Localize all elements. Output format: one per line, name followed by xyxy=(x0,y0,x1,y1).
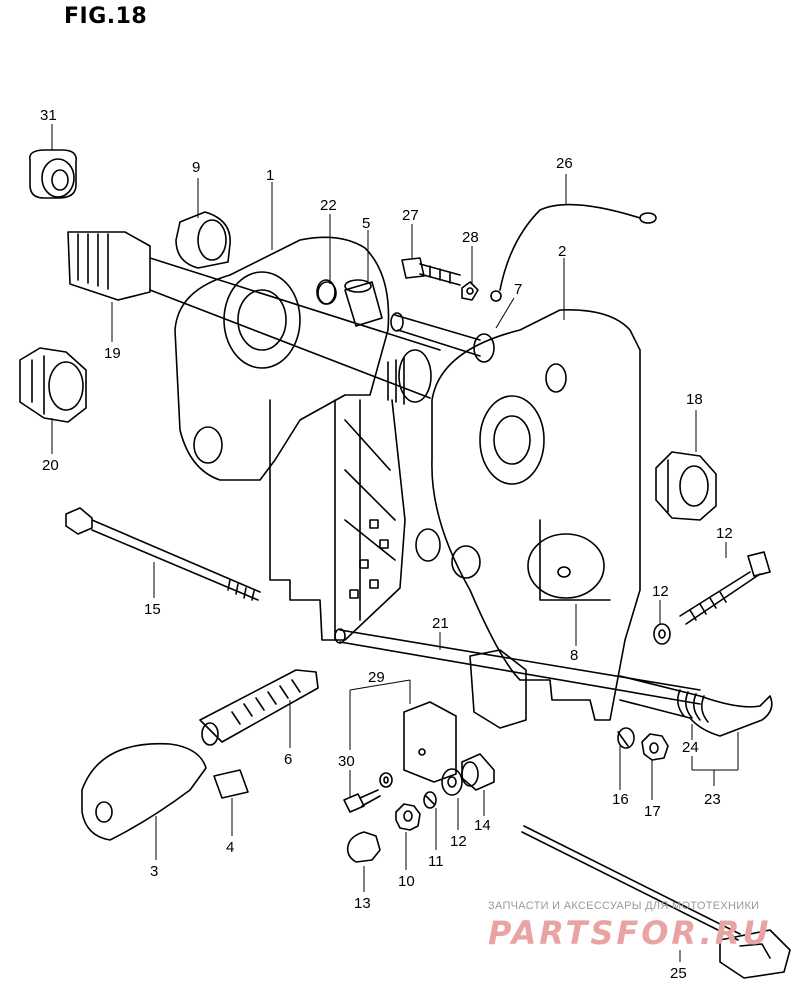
callout-27: 26 xyxy=(556,155,573,172)
part-2-clamp-bracket xyxy=(415,309,641,721)
callout-1: 1 xyxy=(266,167,274,184)
figure-title: FIG.18 xyxy=(64,4,148,29)
callout-12-upper: 12 xyxy=(652,583,669,600)
callout-23: 22 xyxy=(320,197,337,214)
part-22-rod xyxy=(334,628,701,705)
part-6-stud xyxy=(199,669,319,746)
part-9-bushing xyxy=(175,211,231,269)
callout-7: 7 xyxy=(514,281,522,298)
part-19-nut xyxy=(655,451,717,521)
callout-16: 15 xyxy=(144,601,161,618)
callout-20: 19 xyxy=(104,345,121,362)
part-5-bushing xyxy=(344,279,383,327)
part-25-spring xyxy=(676,689,709,723)
part-21-nut xyxy=(19,347,87,423)
part-3-lever xyxy=(81,742,207,841)
callout-4: 4 xyxy=(226,839,234,856)
part-26-trim-rod xyxy=(521,825,791,979)
callout-8: 8 xyxy=(570,647,578,664)
part-18-nut xyxy=(641,733,669,761)
part-4-pin xyxy=(213,769,249,799)
part-32-cap xyxy=(28,149,78,199)
callout-31: 30 xyxy=(338,753,355,770)
callout-2: 2 xyxy=(558,243,566,260)
callout-15: 14 xyxy=(474,817,491,834)
callout-6: 6 xyxy=(284,751,292,768)
callout-30: 29 xyxy=(368,669,385,686)
leader-lines xyxy=(51,124,739,962)
part-12-washer xyxy=(653,623,671,645)
callout-3: 3 xyxy=(150,863,158,880)
part-24-rod xyxy=(619,675,773,737)
callout-13: 12 xyxy=(716,525,733,542)
part-14-cap xyxy=(346,831,381,863)
part-30-block xyxy=(403,649,527,783)
watermark-caption: ЗАПЧАСТИ И АКСЕССУАРЫ ДЛЯ МОТОТЕХНИКИ xyxy=(488,900,760,912)
part-17-clip xyxy=(617,727,635,749)
part-10-nut xyxy=(395,803,421,831)
callout-29: 28 xyxy=(462,229,479,246)
callout-22: 21 xyxy=(432,615,449,632)
part-1-clamp-bracket xyxy=(174,236,406,641)
part-11-lock-washer xyxy=(423,791,437,809)
part-23-bushing xyxy=(317,281,337,305)
watermark-logo: PARTSFOR.RU xyxy=(488,914,772,952)
callout-17: 16 xyxy=(612,791,629,808)
part-16-bolt xyxy=(65,507,261,601)
part-15-collar xyxy=(461,753,495,791)
callout-21: 20 xyxy=(42,457,59,474)
callout-18: 17 xyxy=(644,803,661,820)
part-31-screw xyxy=(343,789,381,813)
part-20-tube xyxy=(67,231,441,405)
part-washer-small xyxy=(379,772,393,788)
callout-24: 23 xyxy=(704,791,721,808)
part-13-bolt xyxy=(679,551,771,625)
part-12-washer-lower xyxy=(441,768,463,796)
callout-32: 31 xyxy=(40,107,57,124)
callout-28: 27 xyxy=(402,207,419,224)
callout-25: 24 xyxy=(682,739,699,756)
callout-labels: 31 9 1 22 5 27 28 26 2 7 19 20 18 12 12 … xyxy=(40,107,733,982)
part-8-pad xyxy=(527,533,605,599)
callout-26: 25 xyxy=(670,965,687,982)
callout-5: 5 xyxy=(362,215,370,232)
part-29-washer xyxy=(461,281,479,301)
part-28-bolt xyxy=(401,257,461,286)
callout-11: 11 xyxy=(428,853,444,870)
part-27-ground-wire xyxy=(490,203,657,302)
callout-12-lower: 12 xyxy=(450,833,467,850)
callout-9: 9 xyxy=(192,159,200,176)
callout-14: 13 xyxy=(354,895,371,912)
callout-19: 18 xyxy=(686,391,703,408)
callout-10: 10 xyxy=(398,873,415,890)
